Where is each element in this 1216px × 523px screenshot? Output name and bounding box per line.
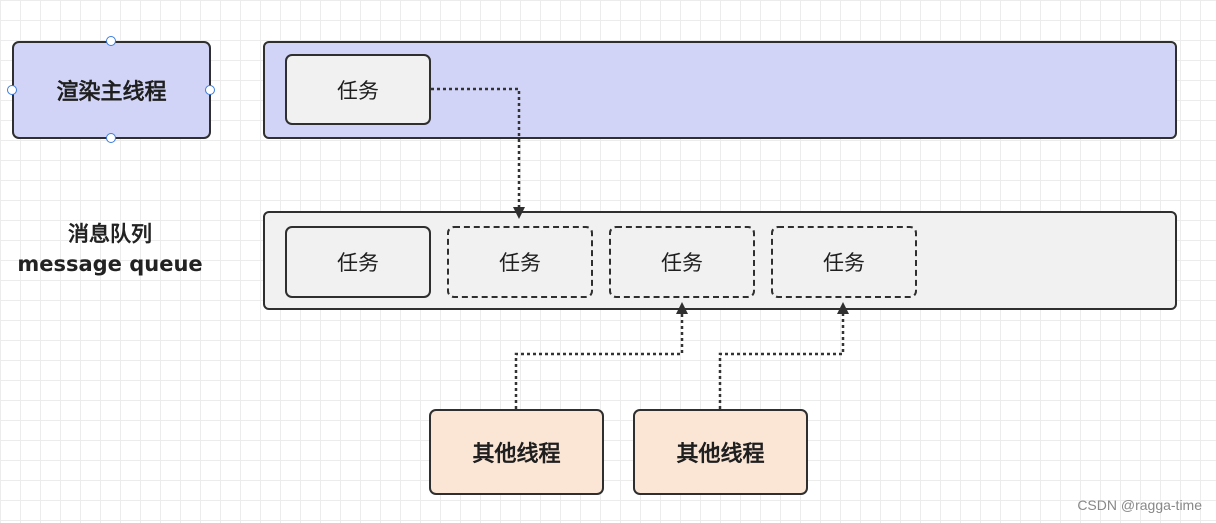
queue-task-pending[interactable]: 任务	[447, 226, 593, 298]
queue-task-label: 任务	[337, 251, 379, 275]
other-thread-label: 其他线程	[472, 442, 561, 467]
watermark: CSDN @ragga-time	[1077, 497, 1202, 513]
main-thread-label: 渲染主线程	[56, 80, 167, 105]
queue-title-cn: 消息队列	[68, 222, 152, 246]
resize-handle-left[interactable]	[7, 85, 17, 95]
other-thread-label: 其他线程	[676, 442, 765, 467]
queue-task-label: 任务	[823, 251, 865, 275]
connector-thread1-to-queue[interactable]	[514, 302, 688, 409]
resize-handle-bottom[interactable]	[106, 133, 116, 143]
main-lane-task[interactable]: 任务	[285, 54, 431, 125]
queue-task-pending[interactable]: 任务	[609, 226, 755, 298]
queue-title-en: message queue	[17, 252, 203, 276]
other-thread-node[interactable]: 其他线程	[633, 409, 808, 495]
other-thread-node[interactable]: 其他线程	[429, 409, 604, 495]
queue-task-label: 任务	[661, 251, 703, 275]
resize-handle-top[interactable]	[106, 36, 116, 46]
main-thread-node[interactable]: 渲染主线程	[12, 41, 211, 139]
main-lane-task-label: 任务	[337, 78, 379, 103]
queue-task-pending[interactable]: 任务	[771, 226, 917, 298]
queue-label: 消息队列 message queue	[10, 219, 210, 279]
resize-handle-right[interactable]	[205, 85, 215, 95]
queue-task-label: 任务	[499, 251, 541, 275]
queue-task[interactable]: 任务	[285, 226, 431, 298]
connector-main-to-queue[interactable]	[431, 87, 525, 219]
connector-thread2-to-queue[interactable]	[718, 302, 849, 409]
